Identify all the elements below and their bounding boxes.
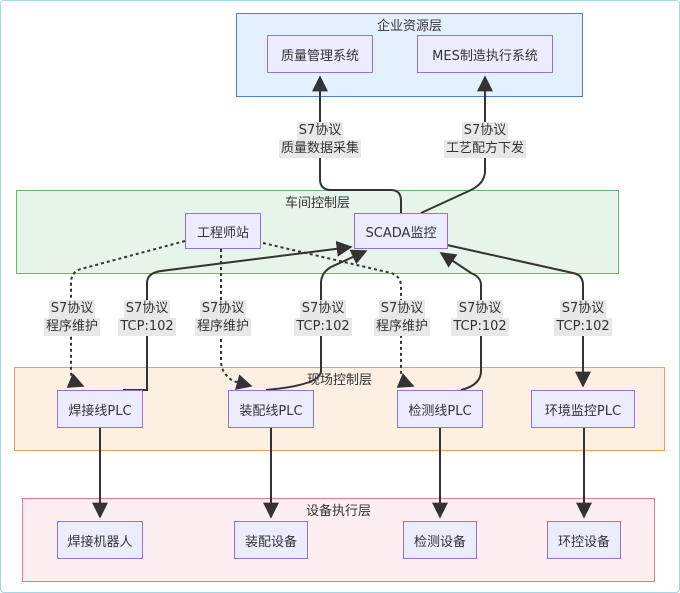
node-welding-robot: 焊接机器人 [57,521,143,559]
edge-label-scada-mes: S7协议 工艺配方下发 [435,122,535,158]
edge-label-line: 质量数据采集 [278,140,361,158]
node-scada-monitor: SCADA监控 [354,213,448,249]
edge-label-line: 工艺配方下发 [443,140,526,158]
edge-label-line: 程序维护 [43,318,100,336]
edge-scada-to-mes [420,75,493,214]
edge-label-line: TCP:102 [294,318,352,336]
edge-label-plc-assembly-scada: S7协议 TCP:102 [288,300,358,336]
edge-label-line: TCP:102 [451,318,509,336]
edge-label-line: TCP:102 [554,318,612,336]
edge-label-line: S7协议 [123,300,171,318]
edge-label-line: TCP:102 [118,318,176,336]
node-assembly-equipment: 装配设备 [234,521,308,559]
node-quality-management-system: 质量管理系统 [267,35,373,73]
edge-plc-inspection-to-scada [439,252,482,391]
group-title: 设备执行层 [305,504,371,519]
group-title: 现场控制层 [306,373,372,388]
edge-label-line: S7协议 [378,300,426,318]
edge-scada-to-qms [312,75,402,213]
node-environment-equipment: 环控设备 [547,521,621,559]
edge-scada-to-plc-environment [446,244,591,388]
edge-label-line: S7协议 [559,300,607,318]
edge-label-line: S7协议 [296,122,344,140]
edge-label-line: 程序维护 [373,318,430,336]
edge-label-line: 程序维护 [194,318,251,336]
node-assembly-line-plc: 装配线PLC [228,390,314,428]
node-welding-line-plc: 焊接线PLC [57,390,143,428]
edge-label-line: S7协议 [48,300,96,318]
node-engineer-station: 工程师站 [185,213,261,249]
edge-label-line: S7协议 [456,300,504,318]
edge-label-engineer-plc-welding: S7协议 程序维护 [37,300,107,336]
edge-label-line: S7协议 [461,122,509,140]
edge-label-plc-welding-scada: S7协议 TCP:102 [112,300,182,336]
node-environment-plc: 环境监控PLC [531,390,635,428]
node-mes-system: MES制造执行系统 [417,35,553,73]
edge-label-plc-inspection-scada: S7协议 TCP:102 [445,300,515,336]
group-title: 企业资源层 [376,19,442,34]
edge-label-engineer-plc-assembly: S7协议 程序维护 [188,300,258,336]
edge-label-line: S7协议 [199,300,247,318]
group-title: 车间控制层 [284,196,350,211]
edge-label-scada-plc-environment: S7协议 TCP:102 [548,300,618,336]
edge-engineer-to-plc-inspection [262,242,415,388]
node-inspection-line-plc: 检测线PLC [397,390,483,428]
edge-label-engineer-plc-inspection: S7协议 程序维护 [367,300,437,336]
edge-label-scada-qms: S7协议 质量数据采集 [270,122,370,158]
edge-label-line: S7协议 [299,300,347,318]
node-inspection-equipment: 检测设备 [403,521,477,559]
edge-engineer-to-plc-welding [66,240,186,388]
